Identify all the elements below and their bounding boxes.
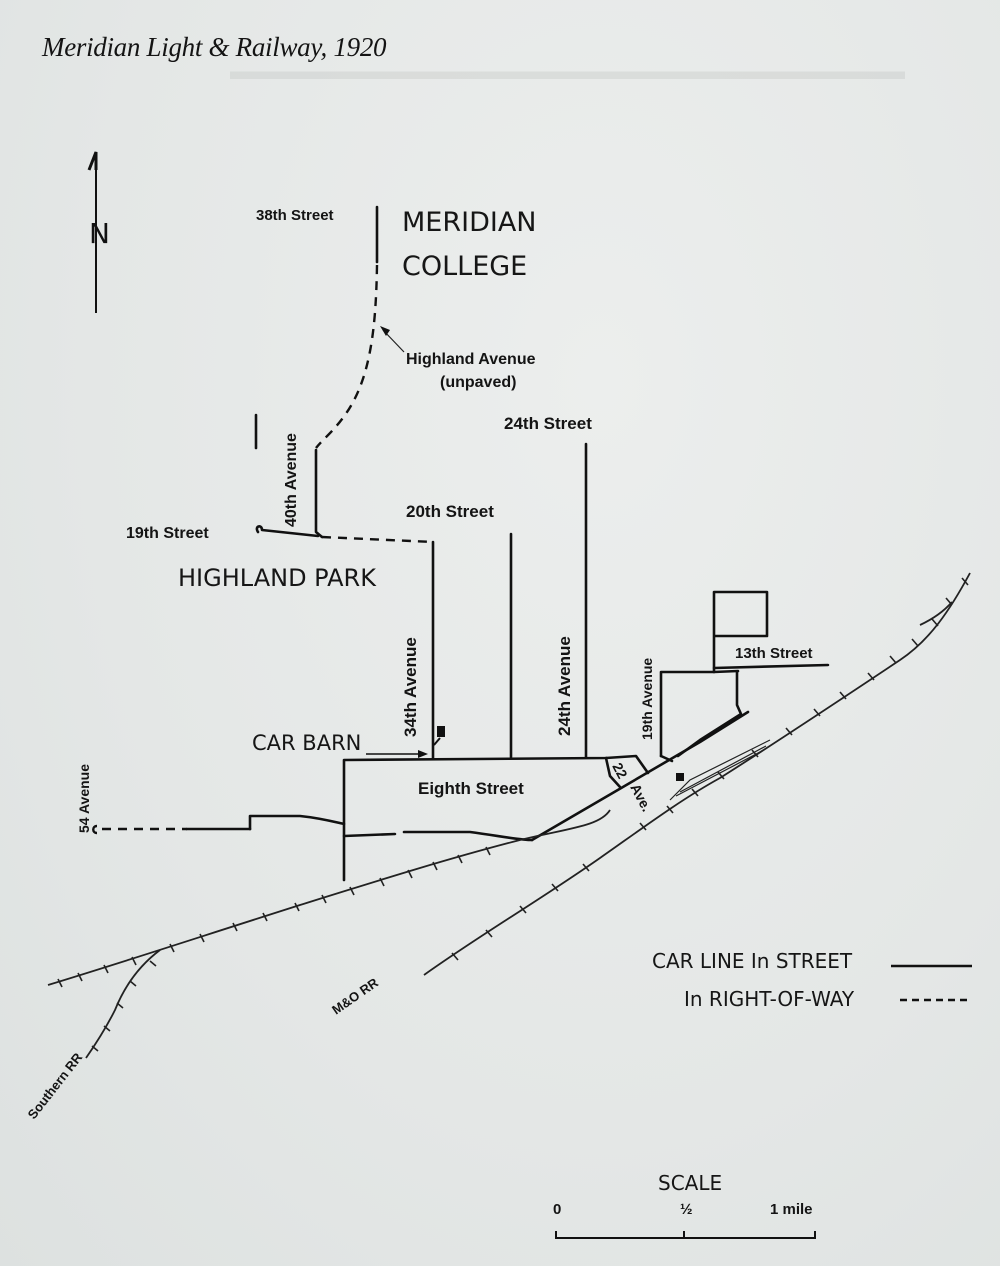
lower-loop-line	[342, 830, 534, 842]
avenue-54-label: 54 Avenue	[76, 764, 92, 833]
loop-end-icon	[92, 824, 98, 835]
avenue-22nd-number: 22	[609, 760, 631, 781]
avenue-22nd-suffix: Ave.	[627, 781, 655, 814]
southern-railroad	[47, 809, 611, 1059]
rail-yard-tracks	[669, 739, 771, 801]
car-barn-label: CAR BARN	[252, 731, 361, 755]
scale-title: SCALE	[658, 1171, 722, 1195]
avenue-19th-east-line	[676, 670, 743, 758]
street-24th-label: 24th Street	[504, 414, 592, 433]
avenue-19th-jog	[659, 754, 674, 763]
street-13th-label: 13th Street	[735, 645, 813, 662]
north-label: N	[89, 217, 110, 250]
avenue-22nd-diagonal	[530, 710, 750, 842]
street-20th-label: 20th Street	[406, 502, 494, 521]
highland-avenue-label: Highland Avenue	[406, 351, 536, 368]
bleed-through-text: ▬▬▬▬▬▬▬▬▬▬▬▬▬▬▬▬▬▬▬▬▬▬▬▬▬▬▬	[230, 58, 905, 85]
street-19th-right-of-way	[321, 535, 434, 544]
highland-avenue-right-of-way	[315, 264, 379, 449]
street-13th-line	[712, 663, 830, 670]
avenue-40th-line	[314, 448, 324, 539]
avenue-24th-label: 24th Avenue	[555, 636, 574, 736]
street-38th-label: 38th Street	[256, 207, 334, 224]
meridian-college-label-line2: COLLEGE	[402, 251, 527, 282]
avenue-40th-label: 40th Avenue	[283, 433, 300, 527]
scale-tick-0: 0	[553, 1201, 561, 1218]
north-arrow-icon: N	[87, 151, 110, 313]
scale-bar: SCALE 0 ½ 1 mile	[553, 1171, 816, 1239]
mo-rr-line	[423, 572, 971, 976]
street-19th-line	[255, 525, 320, 538]
car-barn-icon	[437, 726, 445, 737]
highland-park-label: HIGHLAND PARK	[178, 564, 377, 592]
southern-rr-label: Southern RR	[25, 1050, 86, 1122]
highland-avenue-note: (unpaved)	[440, 374, 516, 391]
main-rail-line	[47, 809, 611, 986]
street-19th-label: 19th Street	[126, 525, 209, 542]
avenue-34th-label: 34th Avenue	[401, 637, 420, 737]
mo-rr-siding	[919, 601, 953, 626]
legend: CAR LINE In STREET In RIGHT-OF-WAY	[652, 949, 972, 1011]
avenue-19th-label: 19th Avenue	[639, 658, 655, 740]
scale-bar-line	[555, 1231, 816, 1239]
legend-street-label: CAR LINE In STREET	[652, 949, 853, 973]
avenue-22nd-stub	[604, 756, 622, 789]
avenue-19th-line	[659, 669, 740, 758]
mo-rr-label: M&O RR	[329, 975, 381, 1018]
loop-block-13th	[712, 590, 769, 674]
southern-rr-branch	[85, 949, 161, 1059]
legend-row-label: In RIGHT-OF-WAY	[684, 987, 855, 1011]
meridian-college-label-line1: MERIDIAN	[402, 207, 537, 238]
scale-tick-half: ½	[680, 1201, 693, 1218]
west-branch-line	[248, 814, 346, 831]
highland-pointer-arrow-icon	[380, 326, 390, 336]
mo-railroad	[423, 572, 971, 976]
scale-tick-1-mile: 1 mile	[770, 1201, 813, 1218]
car-barn-arrow-icon	[418, 750, 428, 758]
map-title: Meridian Light & Railway, 1920	[42, 32, 387, 62]
depot-icon	[676, 773, 684, 781]
street-8th-label: Eighth Street	[418, 779, 524, 798]
